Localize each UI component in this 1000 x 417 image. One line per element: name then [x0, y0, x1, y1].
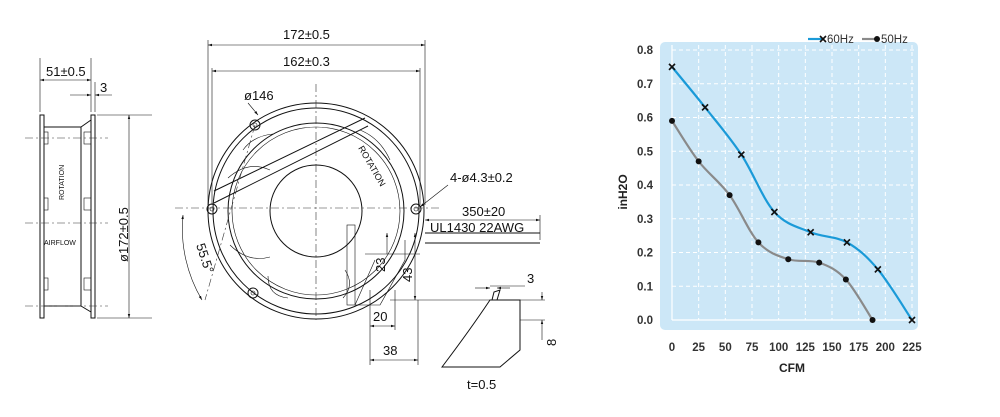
wire-spec-label: UL1430 22AWG — [430, 220, 524, 235]
legend-marker — [874, 36, 880, 42]
terminal-detail-drawing — [440, 285, 545, 368]
lead-length-dim: 350±20 — [462, 204, 505, 219]
x-tick-label: 175 — [849, 342, 869, 354]
plot-background — [660, 42, 918, 330]
data-point-50Hz — [669, 117, 675, 124]
legend-label: 50Hz — [881, 34, 908, 46]
data-point-50Hz — [816, 259, 823, 266]
side-rotation-label: ROTATION — [59, 165, 66, 200]
data-point-60Hz — [908, 316, 916, 324]
data-point-50Hz — [869, 317, 876, 323]
dim-43: 43 — [400, 268, 415, 282]
terminal-thickness-label: t=0.5 — [467, 377, 496, 392]
terminal-height-dim: 8 — [544, 339, 559, 346]
y-tick-label: 0.6 — [637, 113, 653, 125]
data-point-50Hz — [842, 276, 849, 283]
inner-diameter-dim: ø146 — [244, 88, 274, 103]
side-diameter-dim: ø172±0.5 — [116, 207, 131, 262]
pq-curve-chart: 0 25 50 75 100 125 150 175 200 225 0.0 0.1 0.2 0.3 0.… — [637, 34, 922, 354]
dim-38: 38 — [383, 343, 397, 358]
front-view-drawing — [175, 40, 541, 365]
data-point-60Hz — [874, 265, 882, 273]
mounting-holes-dim: 4-ø4.3±0.2 — [450, 170, 513, 185]
data-point-50Hz — [726, 192, 733, 199]
side-flange-dim: 3 — [100, 80, 107, 95]
side-width-dim: 51±0.5 — [46, 64, 86, 79]
y-tick-label: 0.7 — [637, 79, 653, 91]
x-tick-label: 25 — [692, 342, 705, 354]
side-airflow-label: AIRFLOW — [44, 240, 76, 247]
front-rotation-label: ROTATION — [356, 144, 387, 188]
side-view-drawing — [25, 58, 152, 319]
hole-pitch-dim: 162±0.3 — [283, 54, 330, 69]
angle-dim: 55.5° — [193, 241, 217, 275]
y-tick-label: 0.4 — [637, 180, 654, 192]
data-point-60Hz — [843, 238, 851, 246]
x-axis-label: CFM — [779, 361, 805, 375]
data-point-50Hz — [755, 239, 762, 246]
terminal-width-dim: 3 — [527, 271, 534, 286]
y-tick-label: 0.8 — [637, 45, 654, 57]
series-line-50Hz — [671, 120, 874, 321]
data-point-60Hz — [668, 63, 676, 71]
x-tick-label: 75 — [746, 342, 759, 354]
dim-23: 23 — [373, 258, 388, 272]
x-tick-label: 125 — [796, 342, 816, 354]
x-tick-label: 0 — [669, 342, 675, 354]
legend-marker — [819, 35, 827, 43]
y-tick-label: 0.3 — [637, 214, 653, 226]
data-point-60Hz — [807, 228, 815, 236]
x-tick-label: 100 — [769, 342, 788, 354]
data-point-60Hz — [770, 208, 778, 216]
legend-label: 60Hz — [827, 34, 854, 46]
x-tick-label: 200 — [876, 342, 895, 354]
y-tick-label: 0.1 — [637, 281, 654, 293]
y-tick-label: 0.0 — [637, 315, 653, 327]
data-point-50Hz — [785, 256, 792, 263]
y-tick-label: 0.5 — [637, 146, 654, 158]
dim-20: 20 — [373, 309, 387, 324]
data-point-60Hz — [737, 151, 745, 159]
x-tick-label: 50 — [719, 342, 732, 354]
y-tick-label: 0.2 — [637, 248, 653, 260]
series-line-60Hz — [671, 66, 913, 321]
data-point-50Hz — [695, 158, 702, 165]
legend: 60Hz 50Hz — [808, 34, 908, 46]
y-axis-label: inH2O — [616, 174, 630, 209]
data-point-60Hz — [701, 103, 709, 111]
x-tick-label: 150 — [822, 342, 841, 354]
outer-width-dim: 172±0.5 — [283, 27, 330, 42]
x-tick-label: 225 — [902, 342, 922, 354]
